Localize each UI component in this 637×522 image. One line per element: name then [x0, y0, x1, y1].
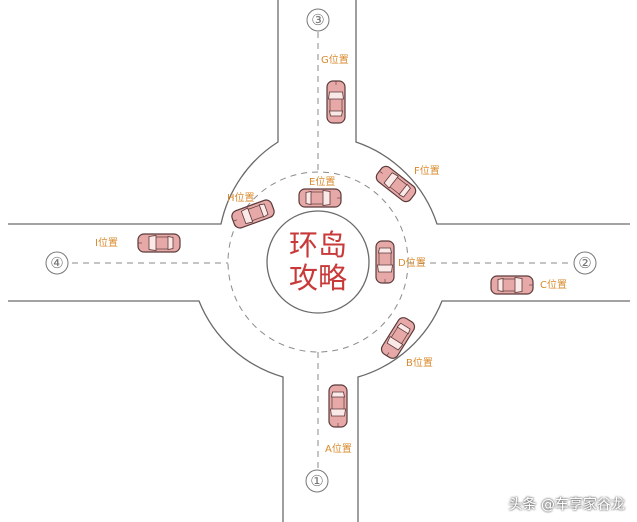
- lane-dashes: [72, 32, 570, 468]
- car-i: [137, 233, 181, 253]
- center-title-line2: 攻略: [289, 261, 347, 295]
- exit-2-marker: ②: [573, 251, 597, 275]
- label-h: H位置: [227, 191, 255, 204]
- center-island: [266, 210, 370, 314]
- label-i: I位置: [95, 236, 118, 249]
- exit-2-number: ②: [578, 254, 591, 272]
- car-d: [375, 240, 395, 284]
- label-b: B位置: [406, 356, 433, 369]
- watermark: 头条 @车享家谷龙: [508, 497, 625, 513]
- exit-1-number: ①: [310, 472, 323, 490]
- car-g: [326, 80, 346, 124]
- car-c: [490, 275, 534, 295]
- label-e: E位置: [309, 175, 335, 188]
- exit-4-marker: ④: [45, 251, 69, 275]
- exit-4-number: ④: [50, 254, 63, 272]
- exit-3-number: ③: [311, 11, 324, 29]
- road-edges: [8, 0, 630, 522]
- center-title-line1: 环岛: [289, 228, 347, 262]
- label-g: G位置: [321, 53, 349, 66]
- exit-3-marker: ③: [306, 8, 330, 32]
- car-f: [373, 163, 419, 205]
- car-e: [298, 188, 342, 208]
- label-c: C位置: [540, 278, 567, 291]
- label-d: D位置: [398, 256, 426, 269]
- car-a: [328, 384, 348, 428]
- exit-1-marker: ①: [305, 469, 329, 493]
- label-f: F位置: [414, 164, 440, 177]
- car-b: [378, 314, 418, 362]
- label-a: A位置: [325, 442, 352, 455]
